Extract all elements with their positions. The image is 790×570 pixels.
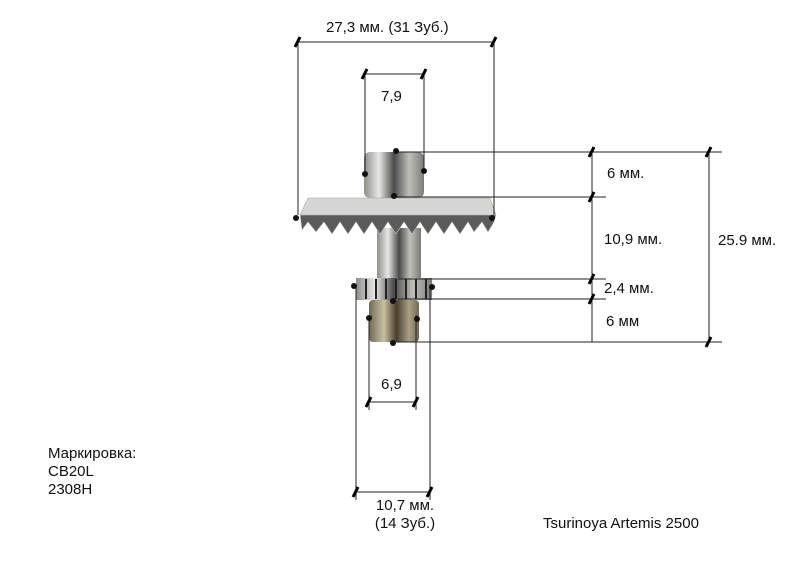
marking-line-2: 2308H	[48, 481, 93, 498]
top-shaft-height-label: 6 мм.	[607, 165, 645, 182]
small-gear-diameter-line1: 10,7 мм.	[375, 497, 435, 514]
top-shaft-diameter-label: 7,9	[381, 88, 402, 105]
bottom-shaft-height-label: 6 мм	[606, 313, 640, 330]
bottom-shaft-diameter-label: 6,9	[381, 376, 402, 393]
dimension-lines	[297, 41, 722, 500]
large-gear-diameter-label: 27,3 мм. (31 Зуб.)	[326, 19, 449, 36]
model-title: Tsurinoya Artemis 2500	[543, 515, 699, 532]
body-height-label: 10,9 мм.	[604, 231, 663, 248]
tick-marks	[293, 36, 713, 498]
small-gear-teeth-line: (14 Зуб.)	[374, 515, 436, 532]
pinion-gear-illustration	[299, 152, 497, 342]
marking-line-1: CB20L	[48, 463, 94, 480]
marking-block: Маркировка: CB20L 2308H	[48, 445, 136, 499]
total-height-label: 25.9 мм.	[718, 232, 777, 249]
small-gear-diameter-label: 10,7 мм. (14 Зуб.)	[360, 497, 450, 533]
marking-label: Маркировка:	[48, 445, 137, 462]
measurement-points	[293, 148, 495, 346]
small-gear-height-label: 2,4 мм.	[604, 280, 654, 297]
